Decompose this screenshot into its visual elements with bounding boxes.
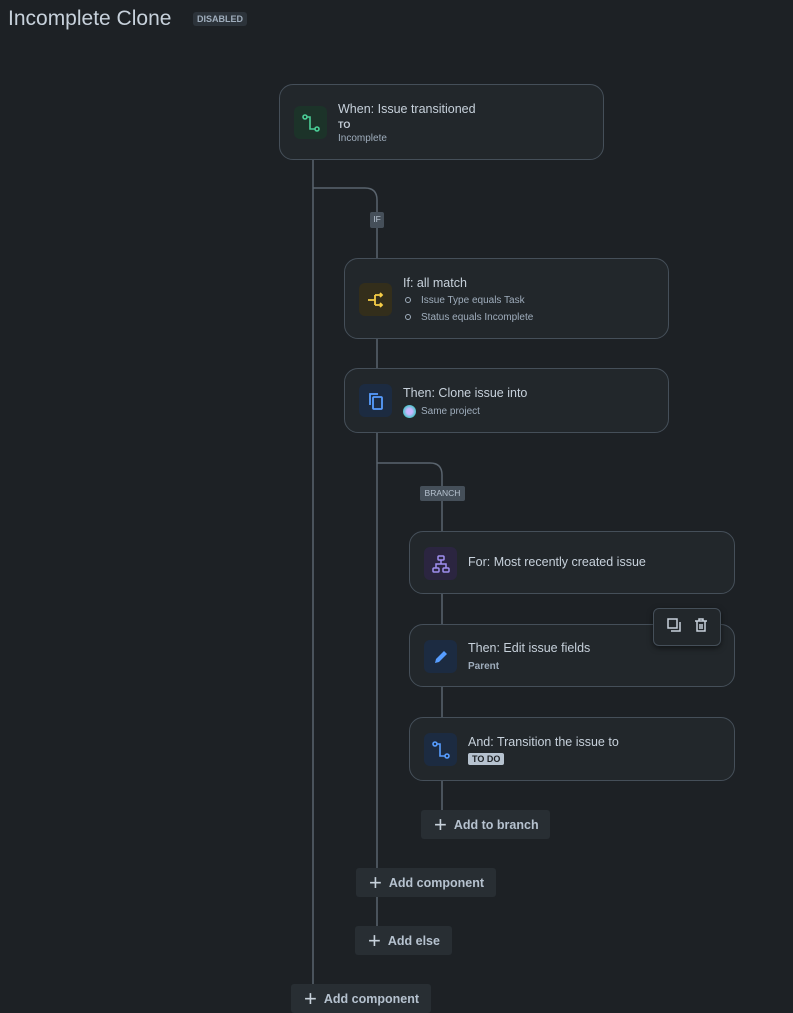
component-toolbar [653, 608, 721, 646]
trigger-value: Incomplete [338, 133, 387, 144]
branch-card[interactable]: For: Most recently created issue [409, 531, 735, 594]
branch-label: BRANCH [420, 486, 465, 501]
pencil-icon [424, 640, 457, 673]
button-label: Add component [323, 991, 419, 1006]
trigger-label: TO [338, 120, 351, 130]
trigger-title: When: Issue transitioned [338, 102, 476, 116]
plus-icon: + [368, 927, 381, 953]
transition-title: And: Transition the issue to [468, 735, 619, 749]
status-lozenge: TO DO [468, 753, 505, 765]
page-title: Incomplete Clone [8, 7, 172, 30]
edit-value: Parent [468, 661, 500, 672]
plus-icon: + [434, 811, 447, 837]
transition-icon [294, 106, 327, 139]
button-label: Add to branch [453, 817, 539, 832]
branch-icon [424, 547, 457, 580]
transition-card[interactable]: And: Transition the issue to TO DO [409, 717, 735, 781]
project-avatar [403, 405, 416, 418]
clone-title: Then: Clone issue into [403, 386, 528, 400]
button-label: Add else [387, 933, 440, 948]
clone-icon [359, 384, 392, 417]
clone-card[interactable]: Then: Clone issue into Same project [344, 368, 669, 433]
plus-icon: + [304, 985, 317, 1011]
condition-icon [359, 283, 392, 316]
branch-title: For: Most recently created issue [468, 555, 646, 569]
condition-item: Status equals Incomplete [405, 312, 533, 323]
add-component-root-button[interactable]: + Add component [291, 984, 431, 1013]
duplicate-icon[interactable] [666, 617, 682, 638]
condition-item: Issue Type equals Task [405, 295, 525, 306]
condition-title: If: all match [403, 276, 467, 290]
condition-card[interactable]: If: all match Issue Type equals Task Sta… [344, 258, 669, 339]
add-component-button[interactable]: + Add component [356, 868, 496, 897]
edit-title: Then: Edit issue fields [468, 641, 591, 655]
plus-icon: + [369, 869, 382, 895]
button-label: Add component [388, 875, 484, 890]
trash-icon[interactable] [693, 617, 709, 638]
transition-icon [424, 733, 457, 766]
if-label: IF [370, 212, 384, 228]
add-to-branch-button[interactable]: + Add to branch [421, 810, 550, 839]
trigger-card[interactable]: When: Issue transitioned TO Incomplete [279, 84, 604, 160]
status-badge: DISABLED [193, 12, 248, 26]
add-else-button[interactable]: + Add else [355, 926, 452, 955]
clone-value: Same project [421, 406, 480, 417]
